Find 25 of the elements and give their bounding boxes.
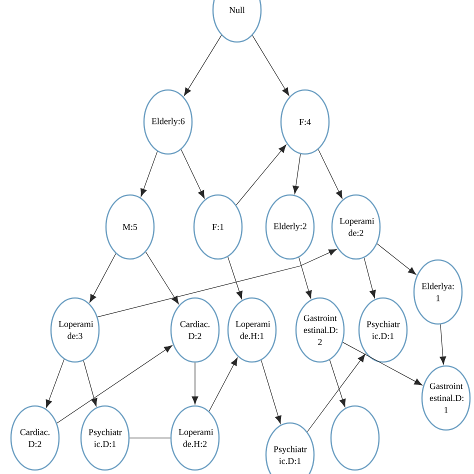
arrow xyxy=(180,149,205,199)
node-ellipse xyxy=(330,405,380,471)
arrow xyxy=(192,362,198,404)
arrow xyxy=(292,154,301,194)
arrow xyxy=(228,256,243,300)
arrow xyxy=(97,249,337,318)
arrow xyxy=(56,345,172,424)
arrow xyxy=(440,324,446,365)
arrow xyxy=(376,243,416,275)
arrow xyxy=(208,358,238,412)
arrow xyxy=(252,35,290,96)
arrow xyxy=(364,258,376,298)
arrow xyxy=(260,360,282,424)
arrow xyxy=(146,252,179,304)
arrow xyxy=(90,253,116,303)
arrow xyxy=(140,151,158,197)
arrow xyxy=(318,149,342,199)
arrow xyxy=(184,35,222,96)
arrow xyxy=(236,144,286,206)
arrow xyxy=(298,257,312,299)
arrow xyxy=(46,359,64,408)
arrow xyxy=(83,360,98,407)
arrow xyxy=(329,360,346,408)
arrow xyxy=(342,342,422,386)
arrow xyxy=(307,354,366,432)
